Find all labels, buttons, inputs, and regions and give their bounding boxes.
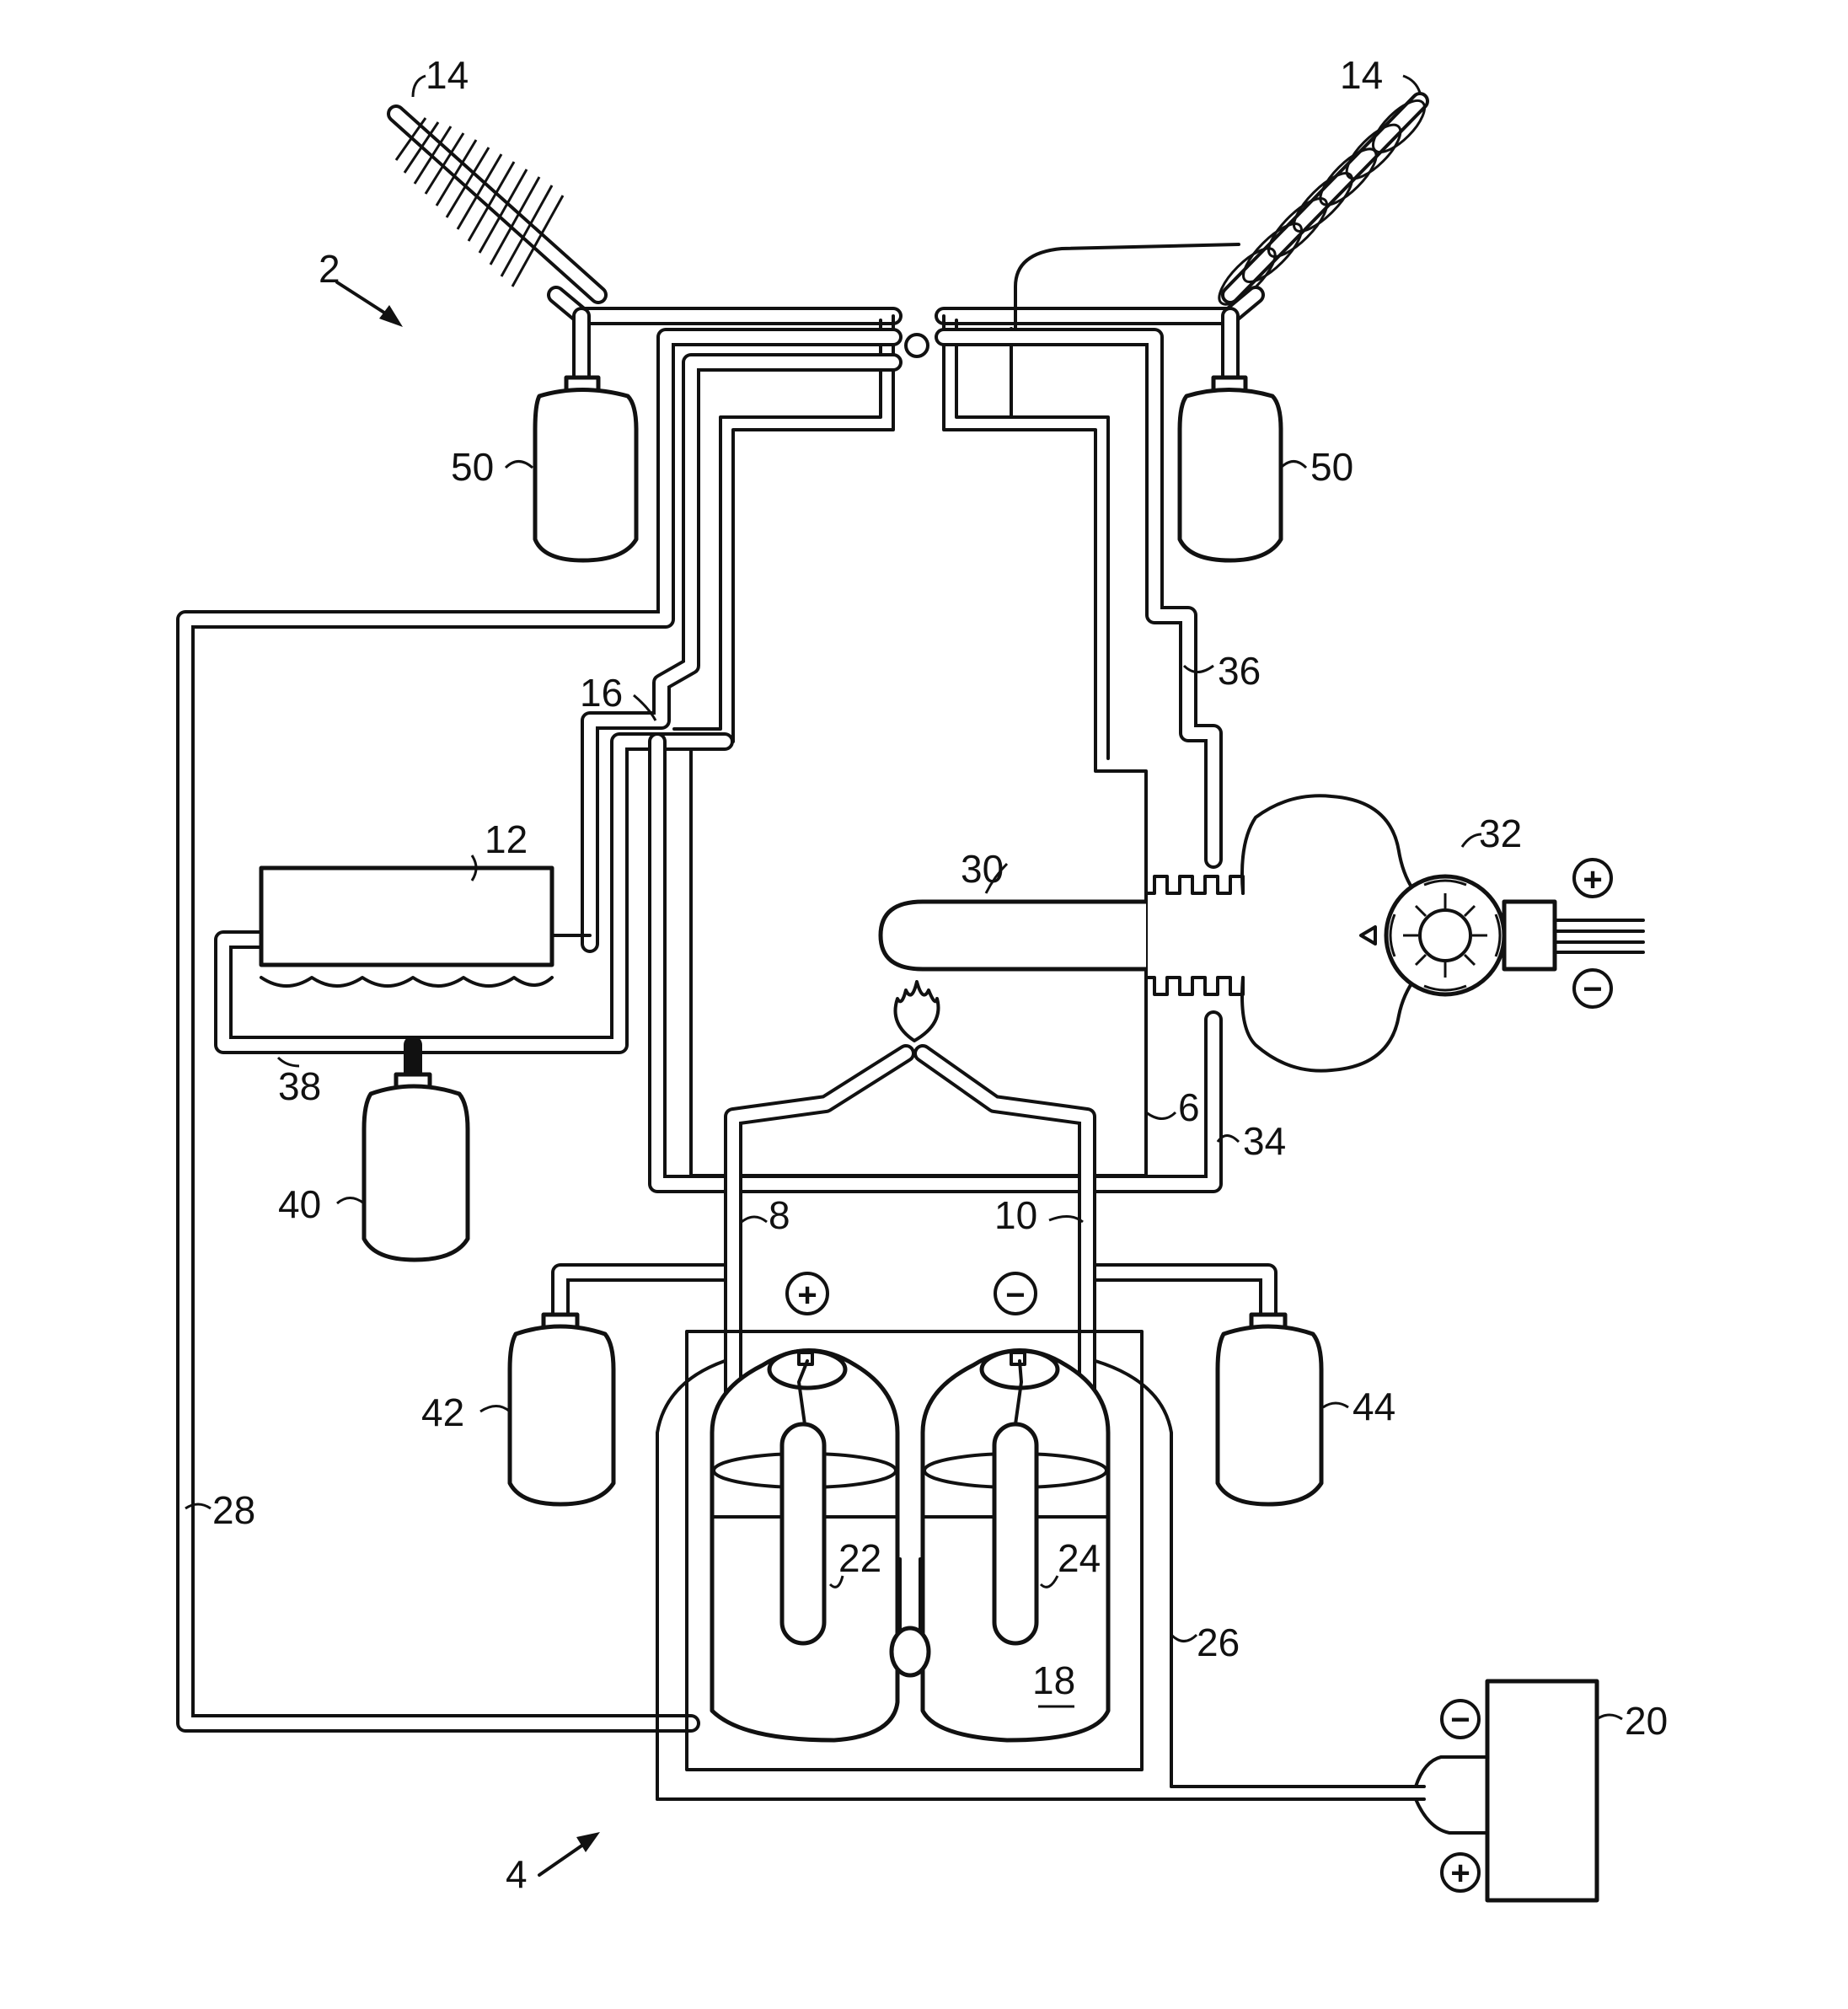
- label-24: 24: [1058, 1536, 1101, 1580]
- label-38: 38: [278, 1064, 321, 1108]
- supply-minus: −: [1450, 1701, 1470, 1738]
- label-22: 22: [838, 1536, 881, 1580]
- label-10: 10: [994, 1193, 1037, 1237]
- label-50-right: 50: [1310, 445, 1353, 489]
- probe-30: [881, 902, 1146, 969]
- label-14-right: 14: [1340, 53, 1383, 97]
- label-34: 34: [1243, 1119, 1286, 1163]
- label-12: 12: [485, 817, 528, 861]
- label-28: 28: [212, 1488, 255, 1532]
- label-6: 6: [1178, 1085, 1200, 1129]
- coil-left-finned: [396, 114, 598, 295]
- bottle-50-right: [1180, 378, 1281, 560]
- bottle-44: [1087, 1272, 1321, 1504]
- label-14-left: 14: [426, 53, 469, 97]
- label-26: 26: [1197, 1621, 1240, 1664]
- cell-plus: +: [797, 1277, 817, 1314]
- bottle-40: [364, 1045, 468, 1260]
- cell-minus: −: [1005, 1277, 1025, 1314]
- supply-plus: +: [1450, 1855, 1470, 1892]
- label-30: 30: [961, 847, 1004, 891]
- label-16: 16: [580, 671, 623, 715]
- label-8: 8: [769, 1193, 790, 1237]
- turbine-plus: +: [1583, 861, 1602, 898]
- label-32: 32: [1479, 812, 1522, 855]
- label-18: 18: [1032, 1658, 1075, 1702]
- label-2: 2: [319, 247, 340, 291]
- label-36: 36: [1218, 649, 1261, 693]
- turbine-minus: −: [1583, 971, 1602, 1008]
- bottle-50-left: [535, 378, 636, 560]
- label-44: 44: [1353, 1385, 1395, 1428]
- label-50-left: 50: [451, 445, 494, 489]
- coil-right-spiral: [1212, 93, 1433, 312]
- bottle-42: [510, 1272, 733, 1504]
- label-20: 20: [1625, 1699, 1668, 1743]
- label-40: 40: [278, 1182, 321, 1226]
- unit-12: [261, 868, 590, 986]
- label-42: 42: [421, 1390, 464, 1434]
- label-4: 4: [506, 1852, 528, 1896]
